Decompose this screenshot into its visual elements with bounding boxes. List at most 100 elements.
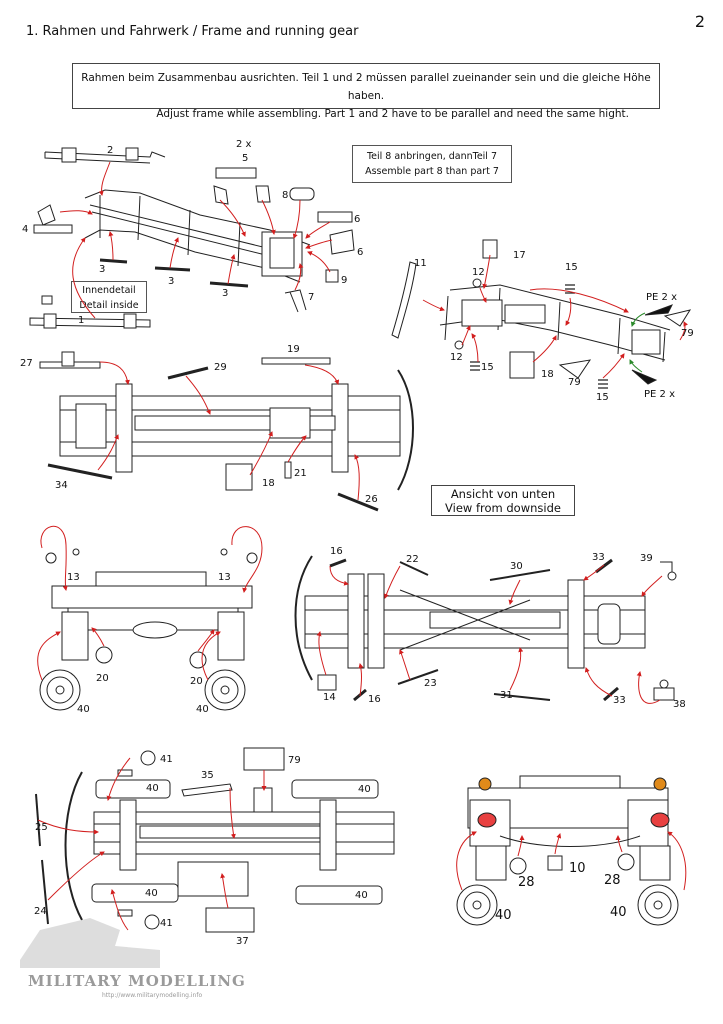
label-22: 22 bbox=[406, 554, 419, 565]
part-6-a bbox=[317, 211, 353, 223]
label-13a: 13 bbox=[67, 572, 80, 583]
rear-light-right-amber bbox=[653, 777, 667, 791]
pe-arrow-top bbox=[630, 312, 646, 327]
part-14 bbox=[317, 674, 337, 691]
label-6b: 6 bbox=[357, 247, 363, 258]
frame-assembly-arrows bbox=[59, 161, 333, 319]
part-12-top bbox=[472, 278, 482, 288]
frame-assembly-group bbox=[29, 147, 355, 329]
label-79b: 79 bbox=[681, 328, 694, 339]
part-20-right bbox=[189, 651, 207, 669]
part-22 bbox=[399, 561, 429, 576]
fuel-tank bbox=[177, 861, 249, 897]
label-40d: 40 bbox=[358, 784, 371, 795]
label-17: 17 bbox=[513, 250, 526, 261]
label-79c: 79 bbox=[288, 755, 301, 766]
part-31 bbox=[493, 693, 551, 701]
label-40h: 40 bbox=[610, 905, 627, 920]
label-13b: 13 bbox=[218, 572, 231, 583]
part-21 bbox=[284, 461, 292, 479]
wheel-40-rear-left bbox=[456, 884, 498, 926]
underside-arrows bbox=[97, 361, 360, 501]
label-41b: 41 bbox=[160, 918, 173, 929]
part-8 bbox=[289, 187, 315, 201]
label-10: 10 bbox=[569, 861, 586, 876]
part-16-a bbox=[329, 558, 347, 568]
label-18b: 18 bbox=[262, 478, 275, 489]
wheel-40-right bbox=[204, 669, 246, 711]
label-24: 24 bbox=[34, 906, 47, 917]
fender-40-b bbox=[291, 779, 379, 799]
rear-end-group bbox=[456, 775, 679, 926]
label-40e: 40 bbox=[145, 888, 158, 899]
pe-arrow-bottom bbox=[629, 359, 643, 373]
note-de: Rahmen beim Zusammenbau ausrichten. Teil… bbox=[81, 72, 651, 102]
label-18: 18 bbox=[541, 369, 554, 380]
part-28-left bbox=[509, 857, 527, 875]
label-11: 11 bbox=[414, 258, 427, 269]
rear-view-arrows bbox=[37, 525, 263, 681]
wheel-40-left bbox=[39, 669, 81, 711]
pe-part-b bbox=[631, 369, 658, 385]
inner-detail-box: Innendetail Detail inside bbox=[71, 281, 147, 313]
watermark-tank-silhouette bbox=[20, 918, 160, 968]
label-20b: 20 bbox=[190, 676, 203, 687]
part-33-b bbox=[603, 686, 619, 702]
label-12b: 12 bbox=[450, 352, 463, 363]
part-2-rail bbox=[44, 151, 166, 164]
label-2x: 2 x bbox=[236, 139, 252, 150]
part-9 bbox=[325, 269, 339, 283]
label-15c: 15 bbox=[596, 392, 609, 403]
part-38 bbox=[653, 687, 675, 701]
pe-part-a bbox=[644, 304, 674, 316]
label-15b: 15 bbox=[481, 362, 494, 373]
label-40a: 40 bbox=[77, 704, 90, 715]
watermark-url: http://www.militarymodelling.info bbox=[102, 992, 203, 999]
label-31: 31 bbox=[500, 690, 513, 701]
label-4: 4 bbox=[22, 224, 28, 235]
part-35 bbox=[181, 783, 233, 797]
label-40f: 40 bbox=[355, 890, 368, 901]
label-pe-a: PE 2 x bbox=[646, 292, 677, 303]
underside-detail-arrows bbox=[316, 564, 663, 704]
label-26: 26 bbox=[365, 494, 378, 505]
underside-detail-group bbox=[294, 555, 677, 702]
part-19 bbox=[261, 357, 331, 365]
mudflap-rear-right bbox=[639, 845, 671, 881]
fender-40-a bbox=[95, 779, 171, 799]
inner-detail-de: Innendetail bbox=[82, 285, 136, 296]
label-15a: 15 bbox=[565, 262, 578, 273]
label-40c: 40 bbox=[146, 783, 159, 794]
front-frame-arrows bbox=[422, 254, 689, 379]
part-12-bottom bbox=[454, 340, 464, 350]
front-axle-block bbox=[461, 299, 503, 327]
part-5 bbox=[215, 167, 257, 179]
rear-crossmember bbox=[261, 231, 303, 277]
rear-end-arrows bbox=[456, 831, 687, 891]
label-37: 37 bbox=[236, 936, 249, 947]
label-30: 30 bbox=[510, 561, 523, 572]
label-pe-b: PE 2 x bbox=[644, 389, 675, 400]
fender-40-c bbox=[91, 883, 179, 903]
label-14: 14 bbox=[323, 692, 336, 703]
label-25: 25 bbox=[35, 822, 48, 833]
label-34: 34 bbox=[55, 480, 68, 491]
label-23: 23 bbox=[424, 678, 437, 689]
label-1: 1 bbox=[78, 315, 84, 326]
front-frame-group bbox=[391, 239, 692, 389]
part-10 bbox=[547, 855, 563, 871]
label-40g: 40 bbox=[495, 908, 512, 923]
label-12a: 12 bbox=[472, 267, 485, 278]
order-note-de: Teil 8 anbringen, dannTeil 7 bbox=[366, 151, 498, 162]
part-29 bbox=[167, 366, 209, 380]
rear-view-group bbox=[39, 548, 258, 711]
frame-alignment-note: Rahmen beim Zusammenbau ausrichten. Teil… bbox=[72, 63, 660, 120]
label-16b: 16 bbox=[368, 694, 381, 705]
part-23 bbox=[397, 669, 439, 685]
underside-view-group bbox=[39, 351, 414, 512]
label-38: 38 bbox=[673, 699, 686, 710]
inner-detail-en: Detail inside bbox=[79, 300, 139, 311]
part-3-strip bbox=[99, 258, 128, 264]
label-79a: 79 bbox=[568, 377, 581, 388]
